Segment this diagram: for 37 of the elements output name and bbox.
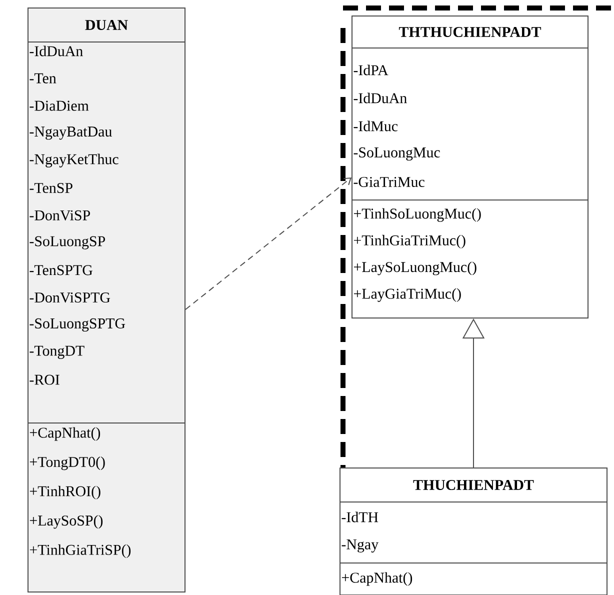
attribute-text: -Ngay bbox=[342, 539, 378, 552]
attribute-text: -Ten bbox=[30, 73, 56, 84]
attribute-text: -IdPA bbox=[354, 64, 388, 76]
class-name: THTHUCHIENPADT bbox=[398, 26, 542, 37]
class-name: THUCHIENPADT bbox=[413, 480, 534, 490]
class-box bbox=[340, 467, 608, 595]
attribute-text: -IdTH bbox=[342, 512, 378, 522]
attribute-text: -DonViSPTG bbox=[30, 292, 110, 303]
attribute-text: -DonViSP bbox=[30, 210, 90, 220]
dependency-arrow bbox=[185, 177, 352, 310]
attribute-text: -IdDuAn bbox=[30, 46, 83, 56]
attribute-text: -SoLuongMuc bbox=[354, 147, 440, 161]
method-text: +CapNhat() bbox=[30, 427, 100, 441]
attribute-text: -TongDT bbox=[30, 346, 84, 359]
method-text: +TinhSoLuongMuc() bbox=[354, 208, 481, 222]
class-box bbox=[352, 16, 588, 318]
attribute-text: -SoLuongSPTG bbox=[30, 318, 126, 332]
attribute-text: -NgayKetThuc bbox=[30, 154, 118, 168]
attribute-text: -DiaDiem bbox=[30, 100, 89, 111]
method-text: +LayGiaTriMuc() bbox=[354, 288, 461, 302]
attribute-text: -SoLuongSP bbox=[30, 236, 105, 250]
method-text: +TinhROI() bbox=[30, 486, 100, 500]
attribute-text: -IdMuc bbox=[354, 120, 398, 132]
method-text: +CapNhat() bbox=[342, 572, 412, 586]
class-box bbox=[28, 7, 186, 592]
method-text: +LaySoLuongMuc() bbox=[354, 262, 476, 276]
method-text: +TongDT0() bbox=[30, 456, 105, 470]
method-text: +TinhGiaTriSP() bbox=[30, 544, 131, 558]
class-name: DUAN bbox=[85, 20, 128, 30]
attribute-text: -NgayBatDau bbox=[30, 126, 112, 140]
attribute-text: -TenSP bbox=[30, 182, 72, 193]
method-text: +TinhGiaTriMuc() bbox=[354, 234, 466, 248]
method-text: +LaySoSP() bbox=[30, 515, 103, 529]
attribute-text: -IdDuAn bbox=[354, 92, 407, 104]
attribute-text: -TenSPTG bbox=[30, 265, 92, 276]
attribute-text: -GiaTriMuc bbox=[354, 176, 424, 187]
attribute-text: -ROI bbox=[30, 374, 60, 385]
